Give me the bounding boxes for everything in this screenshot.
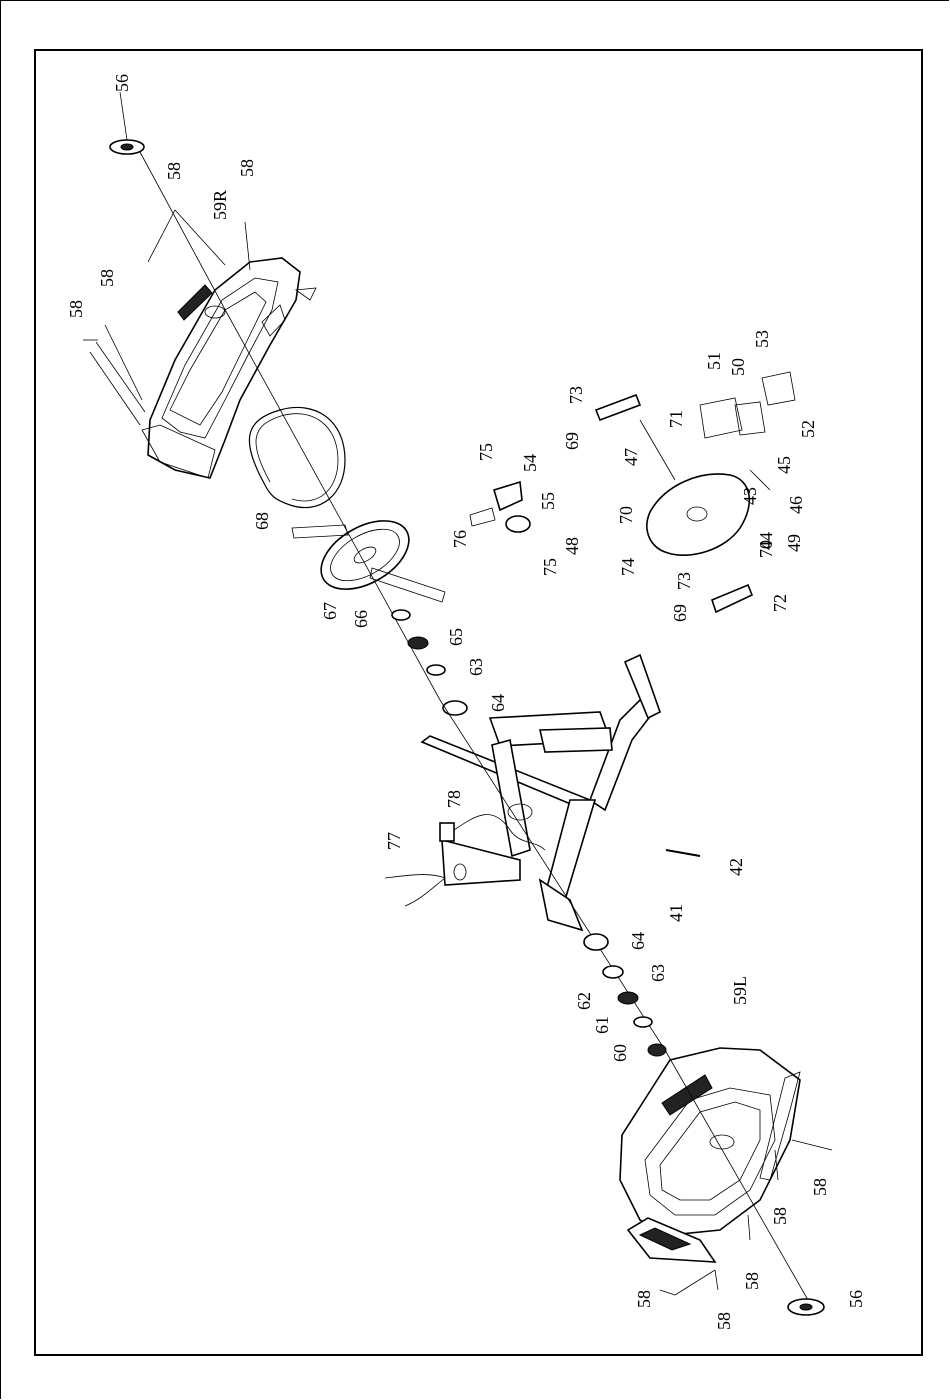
label-59r: 59R [210,190,230,220]
label-50: 50 [728,358,748,376]
label-58c: 58 [97,269,117,287]
label-45: 45 [774,456,794,474]
diagram-border [35,50,922,1355]
label-58f: 58 [770,1207,790,1225]
label-52: 52 [798,420,818,438]
part-65 [408,637,428,649]
label-75a: 75 [476,443,496,461]
part-63-bottom [603,966,623,978]
label-69a: 69 [562,432,582,450]
label-62: 62 [574,992,594,1010]
belt-68 [249,407,345,507]
part-60 [648,1044,666,1056]
label-47: 47 [621,448,641,466]
label-58g: 58 [742,1272,762,1290]
bolt-41 [666,850,700,856]
label-61: 61 [592,1016,612,1034]
label-51: 51 [704,352,724,370]
label-58a: 58 [164,162,184,180]
label-41: 41 [666,904,686,922]
label-70a: 70 [616,506,636,524]
label-58b: 58 [237,159,257,177]
label-43: 43 [740,487,760,505]
sensor-78 [440,823,454,841]
label-66: 66 [351,610,371,628]
part-64-top [443,701,467,715]
bracket-54 [470,482,530,532]
label-59l: 59L [730,976,750,1005]
label-53: 53 [752,330,772,348]
part-66 [392,610,410,620]
endcap-56-top [110,140,144,154]
left-cover-59l [620,1048,800,1262]
label-46: 46 [786,496,806,514]
label-74: 74 [618,558,638,576]
label-70b: 70 [756,540,776,558]
label-54: 54 [520,454,540,472]
label-71: 71 [666,410,686,428]
label-58i: 58 [714,1312,734,1330]
label-55: 55 [538,492,558,510]
label-78: 78 [444,790,464,808]
label-75b: 75 [540,558,560,576]
part-62 [618,992,638,1004]
label-68: 68 [252,512,272,530]
part-61 [634,1017,652,1027]
label-60: 60 [610,1044,630,1062]
label-73b: 73 [674,572,694,590]
label-58e: 58 [810,1178,830,1196]
label-67: 67 [320,602,340,620]
right-cover-59r [142,258,316,478]
label-63b: 63 [648,964,668,982]
label-56b: 56 [846,1290,866,1308]
label-72: 72 [770,594,790,612]
label-65: 65 [446,628,466,646]
part-64-bottom [584,934,608,950]
label-42: 42 [726,858,746,876]
endcap-56-bottom [788,1299,824,1315]
label-77: 77 [384,832,404,850]
part-63-top [427,665,445,675]
label-58d: 58 [66,300,86,318]
label-76: 76 [450,530,470,548]
label-64a: 64 [488,694,508,712]
label-64b: 64 [628,932,648,950]
label-73a: 73 [566,386,586,404]
label-49: 49 [784,534,804,552]
label-58h: 58 [634,1290,654,1308]
label-56a: 56 [112,74,132,92]
label-63a: 63 [466,658,486,676]
pulley-67 [292,507,445,603]
label-69b: 69 [670,604,690,622]
label-48: 48 [562,537,582,555]
